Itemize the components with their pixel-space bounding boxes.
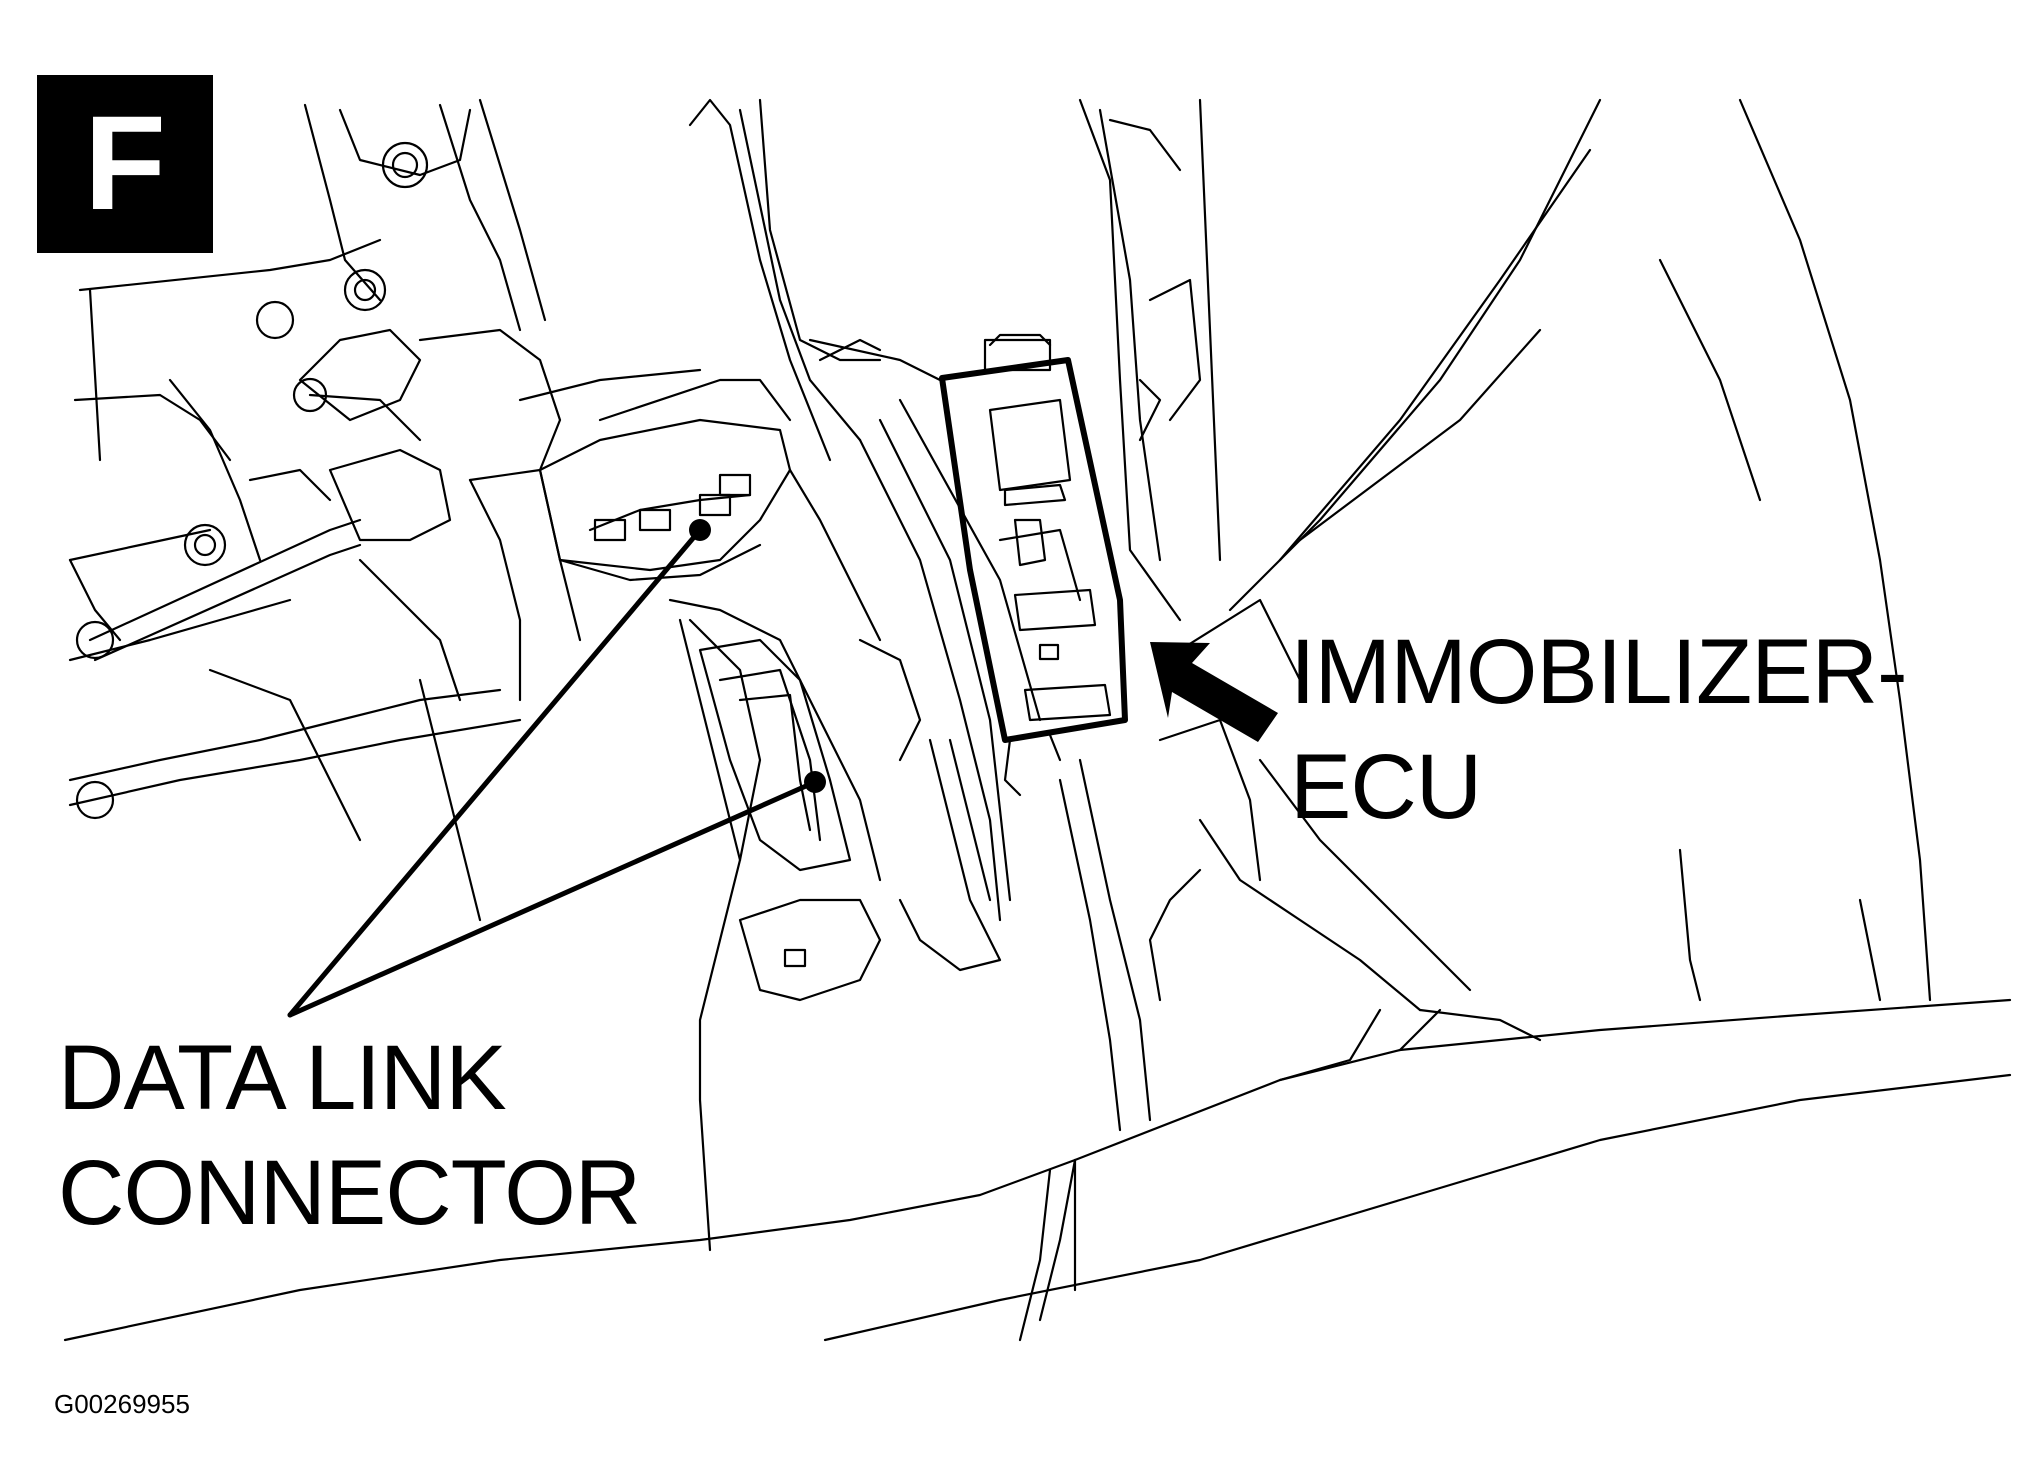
arrow-icon <box>1150 642 1278 742</box>
steering-column-linework <box>68 98 562 922</box>
data-link-connector-housing <box>518 368 922 1252</box>
figure-letter-badge: F <box>37 75 213 253</box>
figure-id: G00269955 <box>54 1389 190 1419</box>
leader-endpoint-dot <box>804 771 826 793</box>
data-link-connector-leaders <box>287 519 826 1018</box>
leader-endpoint-dot <box>689 519 711 541</box>
immobilizer-ecu-unit <box>939 333 1128 797</box>
immobilizer-ecu-label-line2: ECU <box>1290 736 1482 838</box>
a-pillar-trim-linework <box>688 98 1472 1132</box>
data-link-connector-label-line1: DATA LINK <box>58 1027 507 1129</box>
dashboard-lower-trim <box>63 998 2012 1342</box>
data-link-connector-label-line2: CONNECTOR <box>58 1142 641 1244</box>
door-panel-curves <box>1228 98 1932 1042</box>
figure-letter: F <box>84 89 166 238</box>
immobilizer-ecu-label-line1: IMMOBILIZER- <box>1290 621 1908 723</box>
